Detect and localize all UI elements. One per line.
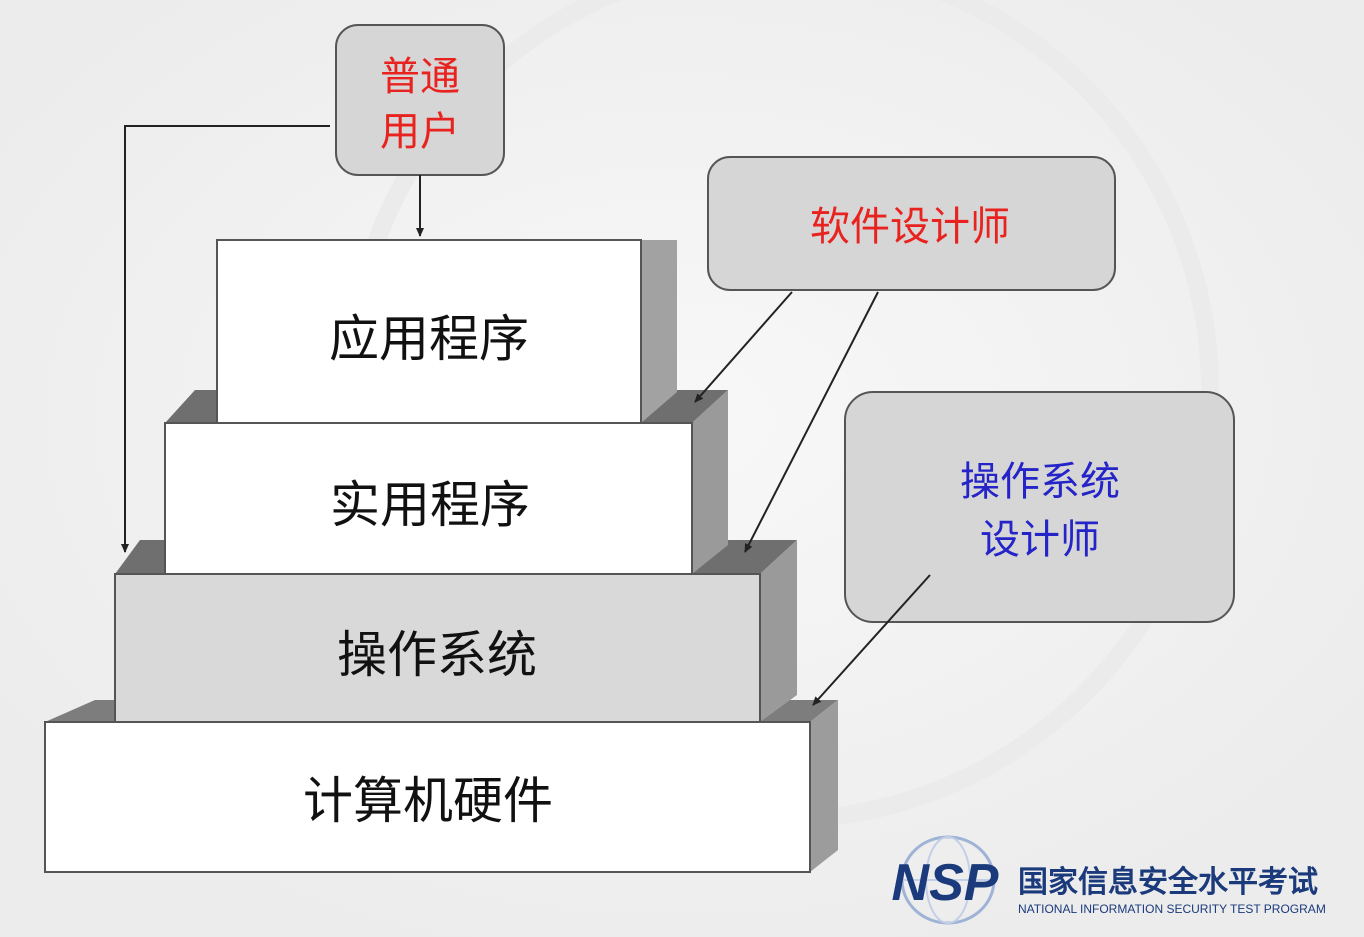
layer-hardware-label: 计算机硬件 [303,772,553,830]
layer-application: 应用程序 [216,239,677,424]
arrow-software-to-os [744,291,879,553]
role-user-line1: 普通 [380,54,460,100]
arrow-user-to-os [121,125,330,553]
logo-title: 国家信息安全水平考试 [1018,865,1318,900]
layer-os-label: 操作系统 [337,626,537,684]
logo-mark: NSP [892,854,999,912]
role-os-designer: 操作系统 设计师 [844,391,1235,623]
role-os-designer-line2: 设计师 [980,517,1100,563]
role-user-line2: 用户 [380,109,460,155]
role-ordinary-user: 普通 用户 [335,24,505,176]
role-software-designer-label: 软件设计师 [810,204,1010,250]
arrows [121,125,931,706]
nsp-logo: NSP 国家信息安全水平考试 NATIONAL INFORMATION SECU… [892,835,1326,925]
logo-subtitle: NATIONAL INFORMATION SECURITY TEST PROGR… [1018,902,1326,916]
arrow-software-to-utility [694,291,793,403]
arrow-osdesigner-to-hardware [812,574,931,706]
layer-application-label: 应用程序 [329,310,529,368]
role-software-designer: 软件设计师 [707,156,1116,291]
layer-hardware: 计算机硬件 [44,700,838,873]
role-os-designer-line1: 操作系统 [960,459,1120,505]
layer-utility-label: 实用程序 [330,476,530,534]
